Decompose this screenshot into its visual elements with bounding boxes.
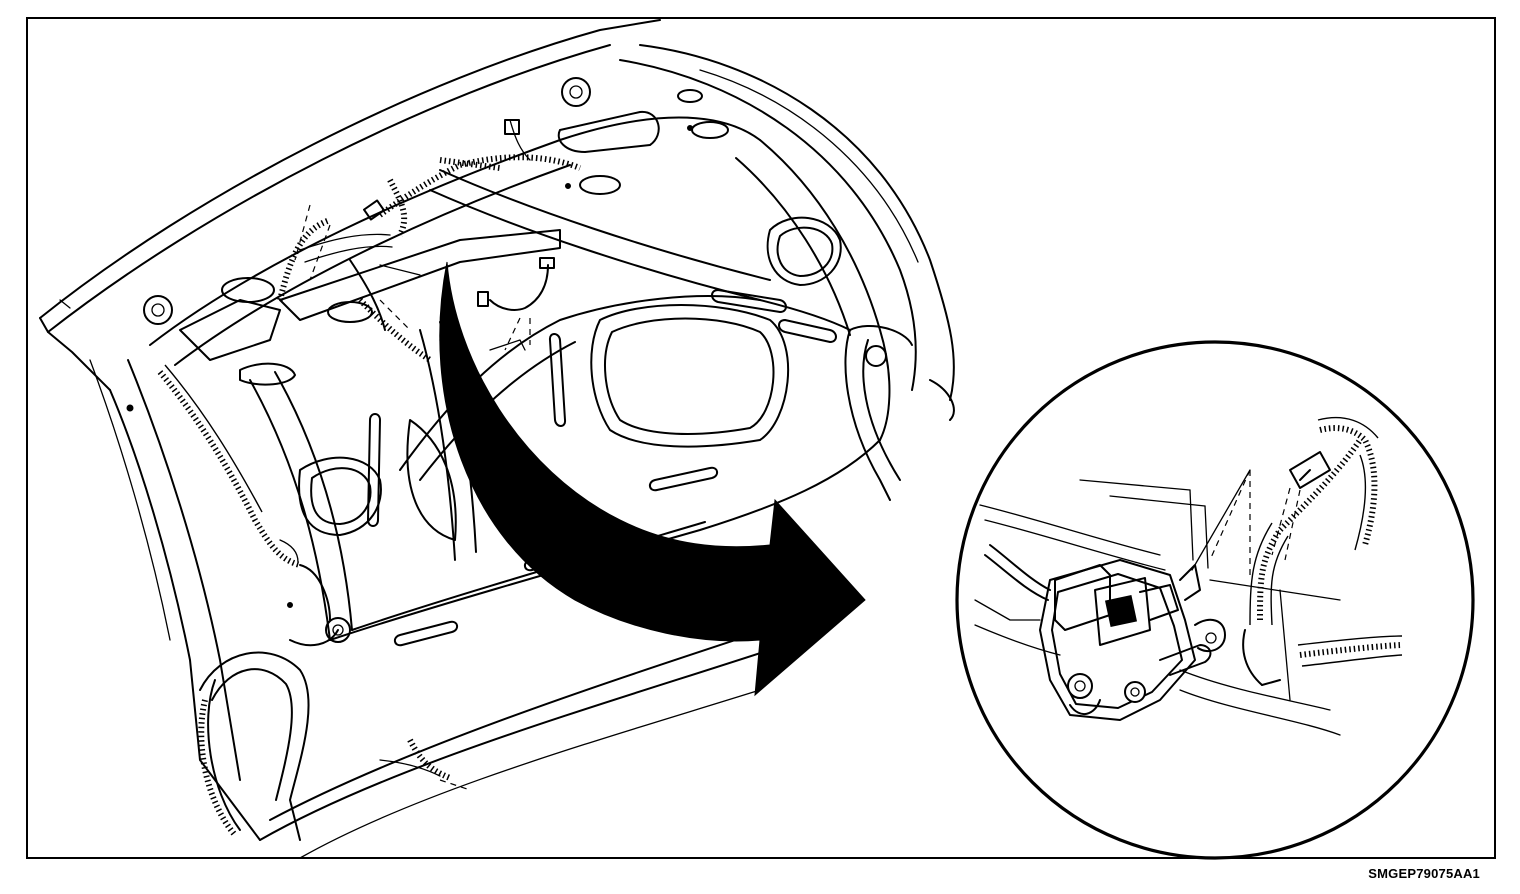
figure-code-label: SMGEP79075AA1 [1368,866,1480,881]
detail-arrow [439,261,866,697]
lid-weatherstrip [198,325,955,841]
diagram-frame [26,17,1496,859]
latch-detail-view [955,340,1475,860]
